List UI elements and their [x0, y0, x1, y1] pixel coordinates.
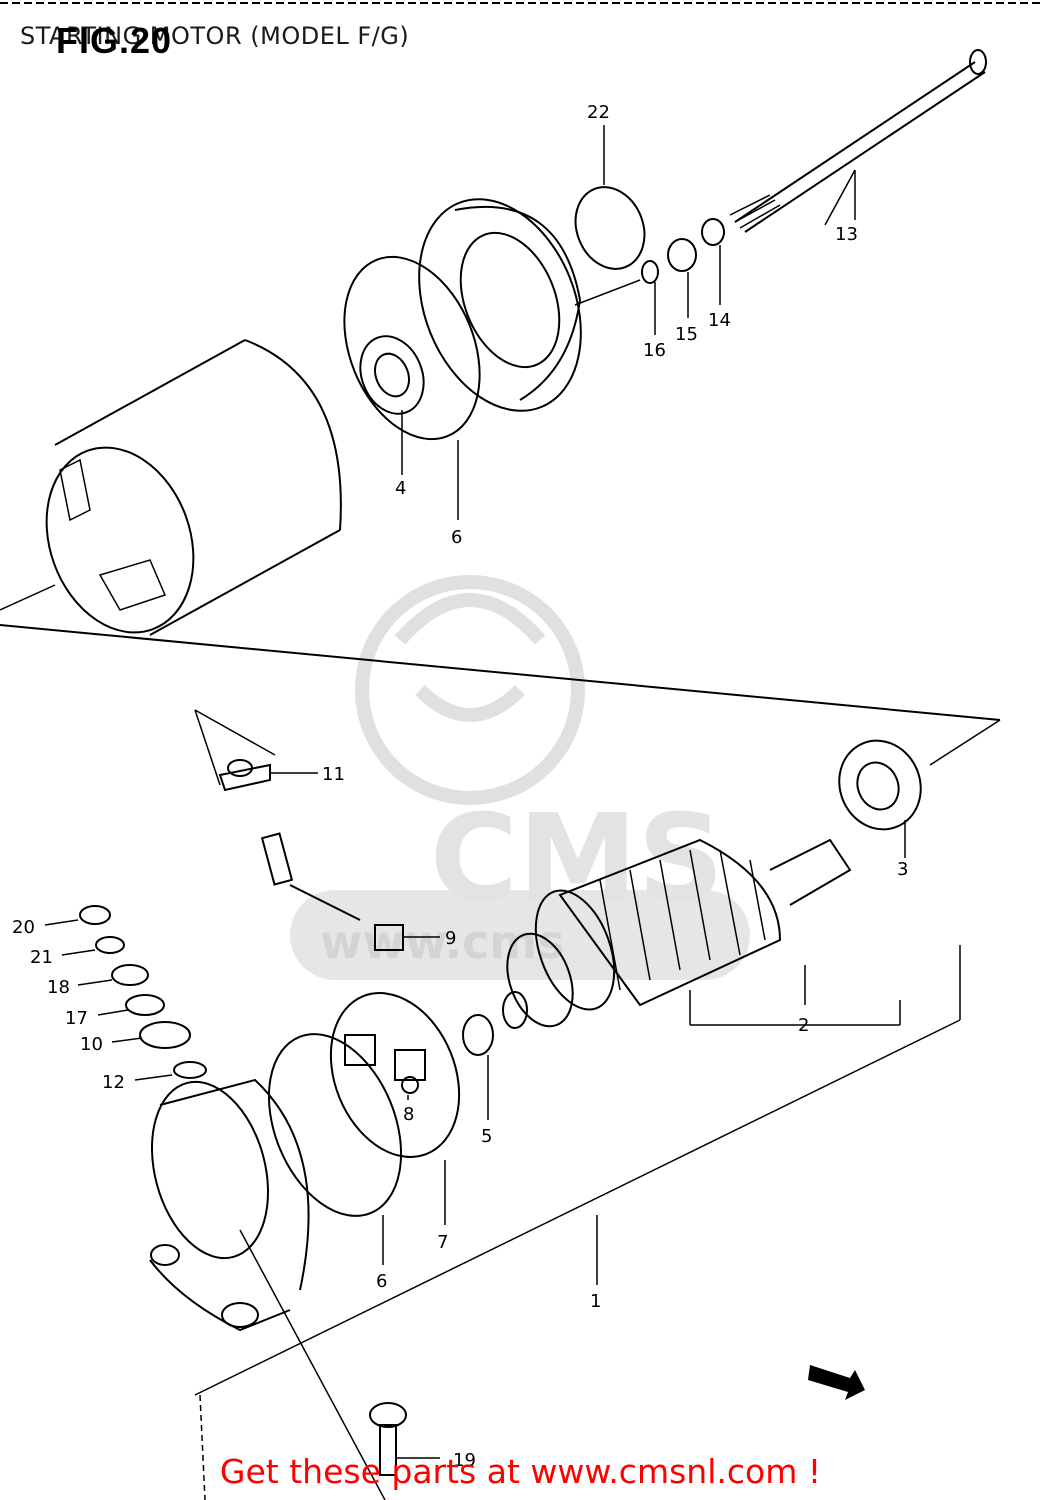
label-part-17: 17 [65, 1008, 88, 1029]
label-part-18: 18 [47, 977, 70, 998]
watermark-url: www.cms [320, 915, 565, 969]
label-part-21: 21 [30, 947, 53, 968]
watermark-text: CMS [430, 790, 724, 929]
label-part-4: 4 [395, 478, 406, 499]
small-parts-stack [44, 905, 207, 1081]
brush-plate [329, 992, 461, 1158]
bearing-3 [838, 739, 922, 831]
screw-19 [369, 1402, 440, 1476]
front-housing [149, 1078, 310, 1332]
figure-label: FIG.20 [56, 20, 173, 61]
yoke-housing [45, 339, 342, 636]
washer-14 [701, 218, 725, 246]
diagram-header: STARTING MOTOR (MODEL F/G) [20, 22, 410, 50]
frame-lines-lower [194, 709, 1001, 1500]
label-part-2: 2 [798, 1015, 809, 1036]
washer-5 [462, 1014, 494, 1056]
brush-holder-11 [218, 759, 318, 792]
label-part-15: 15 [675, 324, 698, 345]
front-arrow-marker [808, 1365, 865, 1400]
label-part-10: 10 [80, 1034, 103, 1055]
o-ring-lower [267, 1033, 403, 1217]
watermark-logo: CMS www.cms [290, 575, 750, 980]
label-part-16: 16 [643, 340, 666, 361]
o-ring-upper [343, 255, 481, 441]
label-part-5: 5 [481, 1126, 492, 1147]
label-part-7: 7 [437, 1232, 448, 1253]
axis-line [0, 584, 56, 611]
armature [502, 838, 852, 1029]
washer-15 [667, 238, 697, 272]
brush-9 [260, 832, 440, 951]
leader-lines-upper [401, 125, 856, 520]
label-part-19: 19 [453, 1450, 476, 1471]
bearing-upper [359, 335, 425, 415]
part-labels: 22 13 14 15 16 4 6 11 3 9 20 21 18 17 10… [12, 102, 908, 1471]
footer-link-text[interactable]: Get these parts at www.cmsnl.com ! [219, 1452, 822, 1491]
leader-lines-lower [239, 820, 906, 1500]
through-bolt [729, 49, 987, 233]
label-part-6-upper: 6 [451, 527, 462, 548]
label-part-13: 13 [835, 224, 858, 245]
label-part-20: 20 [12, 917, 35, 938]
label-part-9: 9 [445, 928, 456, 949]
seal-22 [574, 186, 646, 270]
label-part-14: 14 [708, 310, 731, 331]
axis-line-upper [574, 279, 641, 306]
end-cover [418, 198, 582, 412]
washer-16 [641, 260, 659, 284]
label-part-11: 11 [322, 764, 345, 785]
frame-line-upper [0, 624, 1001, 721]
label-part-1: 1 [590, 1291, 601, 1312]
label-part-12: 12 [102, 1072, 125, 1093]
label-part-6-lower: 6 [376, 1271, 387, 1292]
label-part-8: 8 [403, 1104, 414, 1125]
label-part-3: 3 [897, 859, 908, 880]
label-part-22: 22 [587, 102, 610, 123]
